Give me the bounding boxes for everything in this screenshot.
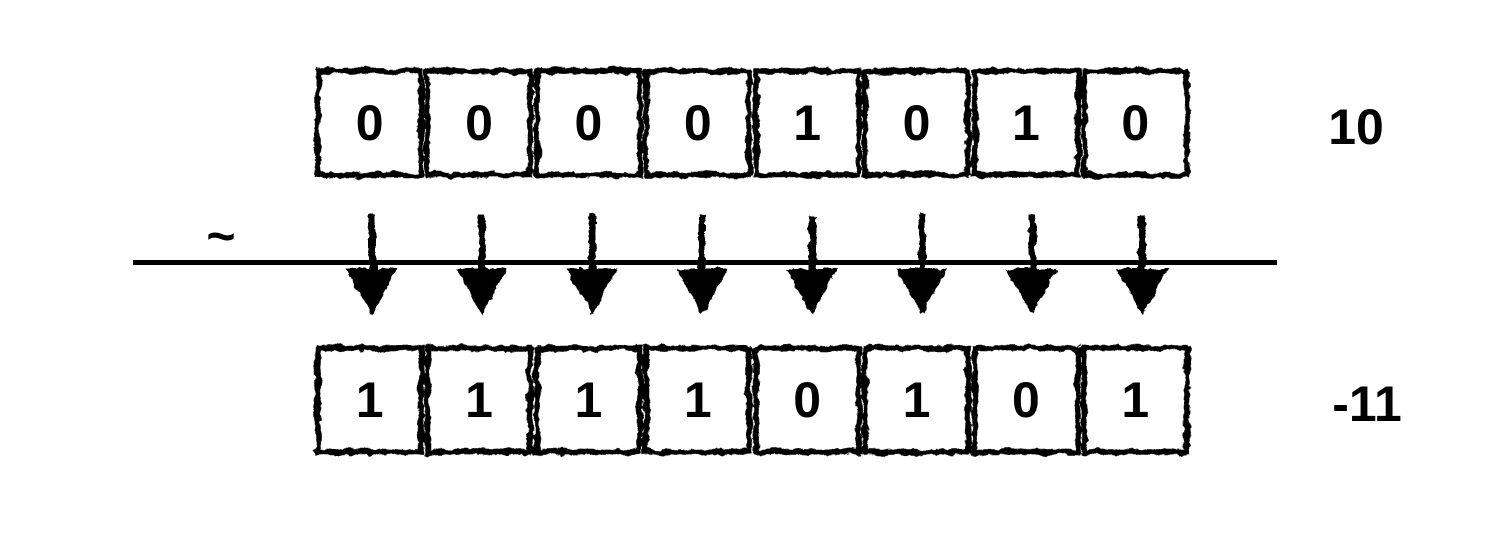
- bit-value: 1: [1012, 95, 1040, 151]
- bit-value: 0: [1012, 372, 1040, 428]
- bit-cell-border: [643, 68, 752, 178]
- bit-cell-border: [972, 68, 1081, 178]
- bit-value: 0: [902, 95, 931, 151]
- bit-cell-border: [424, 345, 533, 455]
- bit-cell: 0: [315, 68, 424, 178]
- not-operator-symbol: ~: [206, 208, 236, 264]
- down-arrow-icon: [1117, 215, 1167, 314]
- bit-value: 1: [355, 372, 384, 428]
- bit-cell-border: [862, 68, 971, 178]
- bit-cell: 1: [1081, 345, 1190, 455]
- decimal-label-top: 10: [1328, 99, 1384, 155]
- bit-value: 0: [465, 95, 493, 151]
- bit-cell: 0: [862, 68, 971, 178]
- bit-cell: 1: [971, 68, 1080, 178]
- arrow-head: [1007, 269, 1057, 314]
- bit-cell-border: [315, 345, 424, 455]
- bit-cell: 1: [862, 345, 971, 455]
- bit-cell: 0: [643, 68, 752, 178]
- bit-value: 0: [683, 95, 712, 151]
- bit-value: 1: [793, 95, 822, 151]
- bit-cell: 0: [424, 68, 533, 178]
- bit-value: 0: [793, 372, 822, 428]
- bit-cell: 1: [424, 345, 533, 455]
- bit-cell: 0: [971, 345, 1080, 455]
- binary-row-bottom: 1 1 1 1 0 1 0 1: [315, 345, 1190, 455]
- down-arrow-icon: [567, 215, 617, 314]
- bit-cell-border: [753, 68, 862, 178]
- bit-cell-border: [1081, 345, 1190, 455]
- bit-cell-border: [534, 68, 643, 178]
- bit-cell: 0: [1081, 68, 1190, 178]
- bit-value: 1: [1121, 372, 1150, 428]
- bit-value: 0: [574, 95, 603, 151]
- down-arrow-icon: [457, 215, 507, 314]
- bit-cell-border: [643, 345, 752, 455]
- arrow-head: [787, 269, 837, 314]
- bit-cell-border: [1081, 68, 1190, 178]
- bit-value: 1: [683, 372, 712, 428]
- operation-divider-line: [133, 260, 1277, 265]
- bit-value: 0: [1121, 95, 1150, 151]
- down-arrow-icon: [677, 215, 727, 314]
- down-arrow-icon: [787, 215, 837, 314]
- down-arrow-icon: [347, 215, 397, 314]
- bit-value: 1: [902, 372, 931, 428]
- bit-value: 1: [574, 372, 603, 428]
- bit-cell-border: [862, 345, 971, 455]
- arrow-head: [677, 269, 727, 314]
- bit-cell-border: [972, 345, 1081, 455]
- bit-cell: 0: [534, 68, 643, 178]
- bit-cell-border: [753, 345, 862, 455]
- arrow-head: [897, 269, 947, 314]
- bit-cell-border: [534, 345, 643, 455]
- bit-cell: 1: [753, 68, 862, 178]
- bit-value: 1: [465, 372, 493, 428]
- arrow-head: [1117, 269, 1167, 314]
- bit-cell: 1: [315, 345, 424, 455]
- down-arrow-icon: [897, 215, 947, 314]
- bit-cell: 1: [534, 345, 643, 455]
- bit-cell: 1: [643, 345, 752, 455]
- arrow-head: [567, 269, 617, 314]
- arrow-head: [347, 269, 397, 314]
- bit-cell: 0: [753, 345, 862, 455]
- bit-cell-border: [424, 68, 533, 178]
- arrow-head: [457, 269, 507, 314]
- bit-cell-border: [315, 68, 424, 178]
- bit-value: 0: [355, 95, 384, 151]
- decimal-label-bottom: -11: [1332, 376, 1402, 432]
- binary-row-top: 0 0 0 0 1 0 1 0: [315, 68, 1190, 178]
- down-arrow-icon: [1007, 215, 1057, 314]
